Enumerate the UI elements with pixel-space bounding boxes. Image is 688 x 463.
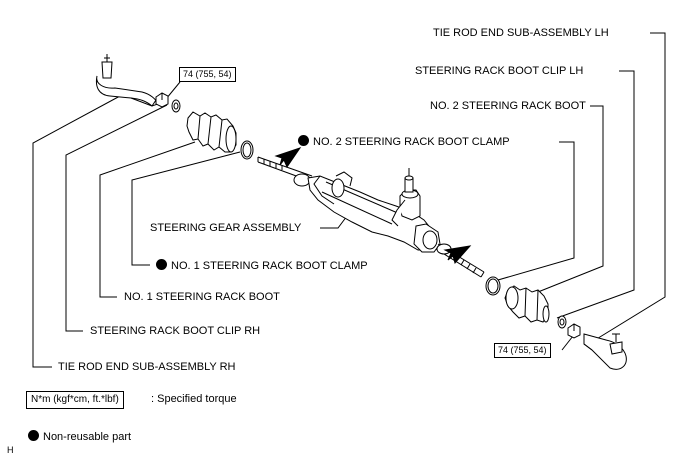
tie-rod-end-rh — [95, 54, 159, 107]
steering-gear-assembly — [257, 156, 485, 278]
nut-rh — [155, 92, 169, 108]
label-no1-clamp-text: NO. 1 STEERING RACK BOOT CLAMP — [171, 260, 368, 272]
no1-clamp — [240, 140, 254, 160]
arrow-icon — [443, 245, 472, 265]
label-boot-clip-lh: STEERING RACK BOOT CLIP LH — [415, 65, 584, 77]
torque-box-rh: 74 (755, 54) — [179, 67, 236, 82]
label-steering-gear-assembly: STEERING GEAR ASSEMBLY — [150, 222, 302, 234]
corner-mark: H — [7, 445, 14, 455]
boot-clip-lh — [557, 315, 567, 329]
legend-nonreusable: Non-reusable part — [28, 430, 131, 444]
label-no2-boot: NO. 2 STEERING RACK BOOT — [430, 100, 586, 112]
legend-torque-desc: : Specified torque — [151, 393, 237, 405]
nonreusable-marker-icon — [28, 430, 39, 441]
torque-box-lh: 74 (755, 54) — [494, 343, 551, 358]
nonreusable-marker-icon — [298, 135, 309, 146]
label-no2-clamp: NO. 2 STEERING RACK BOOT CLAMP — [298, 135, 510, 149]
arrow-icon — [274, 147, 302, 169]
no2-boot — [504, 285, 550, 323]
nut-lh — [567, 323, 581, 339]
tie-rod-end-lh — [583, 333, 627, 370]
legend-nonreusable-text: Non-reusable part — [43, 431, 132, 443]
no1-boot — [186, 111, 237, 153]
label-boot-clip-rh: STEERING RACK BOOT CLIP RH — [90, 325, 261, 337]
leader-lines — [32, 32, 666, 368]
label-no1-clamp: NO. 1 STEERING RACK BOOT CLAMP — [156, 259, 368, 273]
legend-torque-unit: N*m (kgf*cm, ft.*lbf) — [26, 391, 124, 409]
label-no2-clamp-text: NO. 2 STEERING RACK BOOT CLAMP — [313, 136, 510, 148]
label-no1-boot: NO. 1 STEERING RACK BOOT — [124, 291, 280, 303]
nonreusable-marker-icon — [156, 259, 167, 270]
boot-clip-rh — [171, 99, 181, 113]
label-tie-rod-end-lh: TIE ROD END SUB-ASSEMBLY LH — [433, 27, 609, 39]
label-tie-rod-end-rh: TIE ROD END SUB-ASSEMBLY RH — [58, 361, 236, 373]
no2-clamp — [485, 276, 501, 296]
